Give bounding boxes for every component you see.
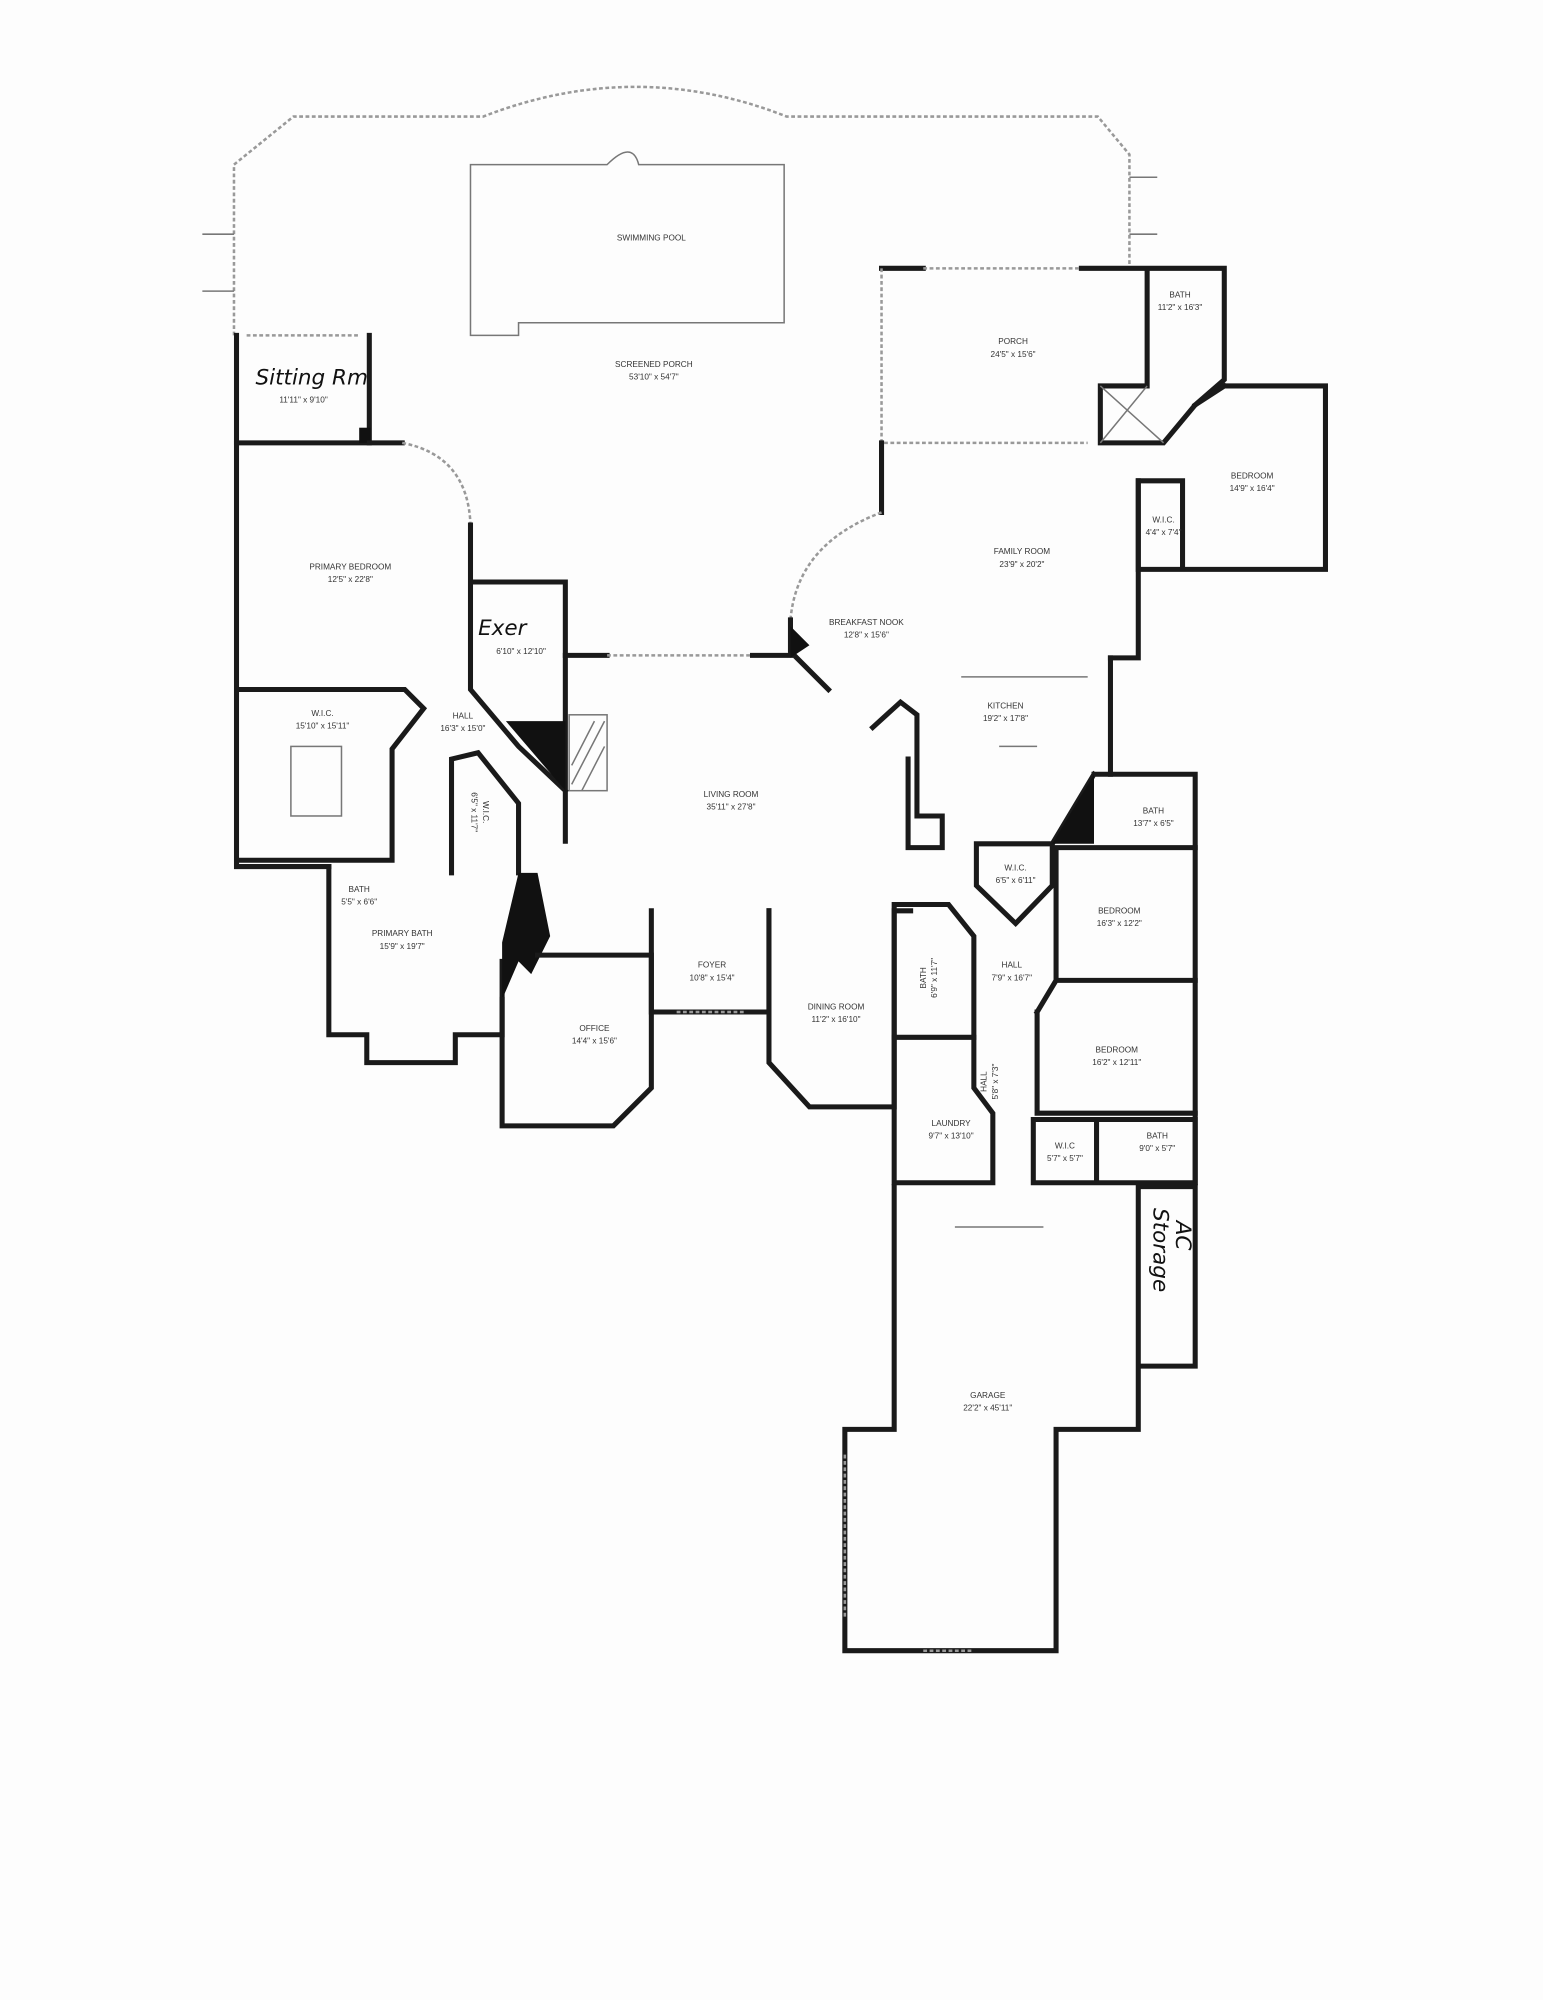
label-dining-room: DINING ROOM: [808, 1002, 865, 1011]
label-bath-hall: BATH: [919, 967, 928, 988]
label-breakfast-nook: BREAKFAST NOOK: [829, 618, 904, 627]
dims-kitchen: 19'2" x 17'8": [983, 714, 1028, 723]
dims-hall-west: 16'3" x 15'0": [440, 724, 485, 733]
dims-primary-bath: 15'9" x 19'7": [380, 942, 425, 951]
handwritten-sitting-room: Sitting Rm: [255, 366, 367, 391]
label-wic-west: W.I.C.: [481, 801, 490, 823]
primary-bedroom-walls: [233, 440, 405, 870]
dims-exercise: 6'10" x 12'10": [496, 647, 546, 656]
label-bath-small: BATH: [349, 885, 370, 894]
dims-hall-small: 5'8" x 7'3": [991, 1064, 1000, 1100]
label-screened-porch: SCREENED PORCH: [615, 360, 693, 369]
dims-hall-east: 7'9" x 16'7": [992, 973, 1033, 982]
handwritten-storage: Storage: [1147, 1208, 1172, 1292]
dims-screened-porch: 53'10" x 54'7": [629, 373, 679, 382]
label-laundry: LAUNDRY: [932, 1119, 972, 1128]
primary-bath-walls: [326, 864, 505, 1066]
screened-porch-enclosure: [202, 85, 1158, 337]
south-closets: [1030, 1116, 1198, 1186]
dims-wic-primary: 15'10" x 15'11": [296, 722, 350, 731]
sitting-room: [233, 332, 372, 446]
label-bedroom-east1: BEDROOM: [1098, 906, 1141, 915]
closet-x: [1099, 385, 1165, 444]
dims-living-room: 35'11" x 27'8": [707, 803, 756, 812]
label-office: OFFICE: [579, 1024, 610, 1033]
primary-bedroom-bay-window: [401, 441, 472, 526]
dims-bedroom-east2: 16'2" x 12'11": [1092, 1058, 1141, 1067]
label-wic-ne: W.I.C.: [1152, 516, 1174, 525]
dims-laundry: 9'7" x 13'10": [929, 1131, 974, 1140]
label-primary-bath: PRIMARY BATH: [372, 929, 433, 938]
label-garage: GARAGE: [970, 1391, 1006, 1400]
wic-primary-walls: [237, 686, 428, 863]
dims-wic-ne: 4'4" x 7'4": [1146, 528, 1182, 537]
dims-dining-room: 11'2" x 16'10": [811, 1015, 860, 1024]
bedroom-east-walls: [1033, 845, 1198, 1116]
garage-walls: [842, 1184, 1198, 1654]
laundry-walls: [891, 1034, 996, 1186]
dims-foyer: 10'8" x 15'4": [690, 973, 735, 982]
dining-room-walls: [766, 908, 914, 1110]
label-living-room: LIVING ROOM: [704, 790, 759, 799]
dims-bedroom-ne: 14'9" x 16'4": [1230, 484, 1275, 493]
dims-bath-east: 13'7" x 6'5": [1133, 819, 1174, 828]
label-hall-west: HALL: [453, 712, 474, 721]
label-bath-ne: BATH: [1169, 290, 1190, 299]
label-family-room: FAMILY ROOM: [994, 547, 1050, 556]
swimming-pool-outline: [469, 151, 785, 337]
dims-wic-west: 6'5" x 11'7": [470, 792, 479, 832]
dims-bath-small: 5'5" x 6'6": [341, 898, 377, 907]
label-foyer: FOYER: [698, 961, 726, 970]
hall-bath-walls: [891, 901, 977, 1040]
dims-bath-hall: 6'9" x 11'7": [930, 958, 939, 998]
fireplace: [568, 714, 608, 792]
label-hall-east: HALL: [1002, 961, 1023, 970]
label-bath-east: BATH: [1143, 806, 1164, 815]
label-hall-small: HALL: [980, 1071, 989, 1092]
dims-porch: 24'5" x 15'6": [991, 350, 1036, 359]
label-wic-south: W.I.C: [1055, 1142, 1075, 1151]
dims-bedroom-east1: 16'3" x 12'2": [1097, 919, 1142, 928]
label-kitchen: KITCHEN: [987, 701, 1023, 710]
dims-office: 14'4" x 15'6": [572, 1037, 617, 1046]
bedroom-ne-walls: [1135, 382, 1328, 572]
label-wic-east: W.I.C.: [1004, 863, 1026, 872]
dims-garage: 22'2" x 45'11": [963, 1403, 1012, 1412]
label-wic-primary: W.I.C.: [311, 709, 333, 718]
room-labels: SWIMMING POOL SCREENED PORCH 53'10" x 54…: [255, 234, 1274, 1413]
label-porch: PORCH: [998, 337, 1028, 346]
label-bedroom-ne: BEDROOM: [1231, 471, 1274, 480]
dims-primary-bedroom: 12'5" x 22'8": [328, 575, 373, 584]
dims-family-room: 23'9" x 20'2": [999, 560, 1044, 569]
dims-wic-east: 6'5" x 6'11": [996, 876, 1036, 885]
dims-breakfast-nook: 12'8" x 15'6": [844, 631, 889, 640]
label-bedroom-east2: BEDROOM: [1096, 1045, 1139, 1054]
handwritten-exer: Exer: [478, 616, 528, 641]
label-bath-south: BATH: [1147, 1131, 1168, 1140]
dims-bath-ne: 11'2" x 16'3": [1158, 303, 1203, 312]
dims-bath-south: 9'0" x 5'7": [1139, 1144, 1175, 1153]
label-swimming-pool: SWIMMING POOL: [617, 234, 686, 243]
dims-sitting-room: 11'11" x 9'10": [279, 395, 328, 404]
kitchen-island-wall: [869, 698, 945, 851]
handwritten-ac: AC: [1170, 1219, 1195, 1251]
dims-wic-south: 5'7" x 5'7": [1047, 1154, 1083, 1163]
label-primary-bedroom: PRIMARY BEDROOM: [309, 562, 391, 571]
breakfast-nook-bay-window: [789, 511, 882, 621]
